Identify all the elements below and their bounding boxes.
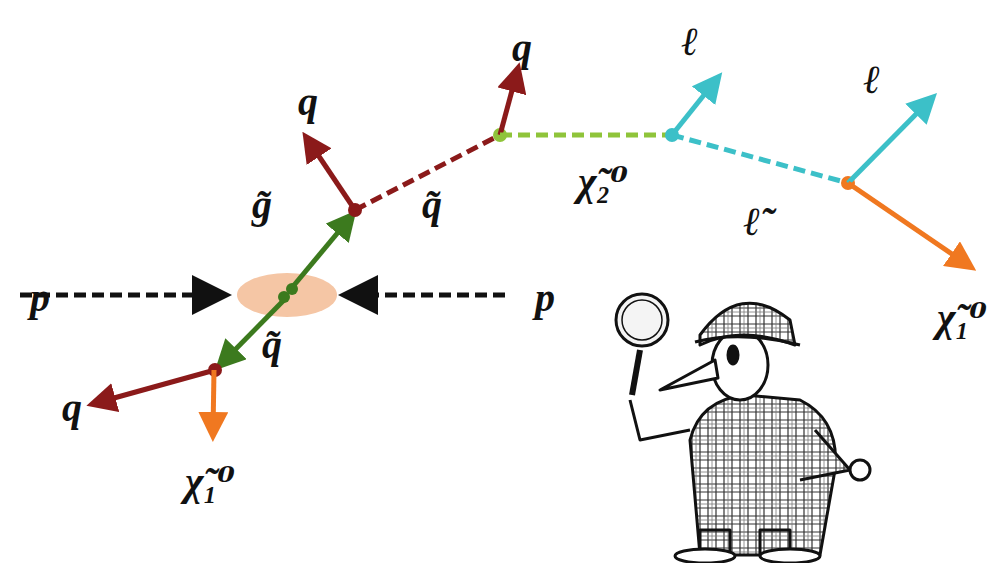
quark-label: q [298, 82, 318, 122]
neutralino-label: χ̃₁⁰ [937, 298, 987, 338]
neutralino-label: χ̃₂⁰ [578, 162, 628, 202]
proton-label: p [30, 278, 50, 318]
detective-cartoon [616, 294, 870, 563]
quark-label: q [512, 28, 532, 68]
quark-label: q [62, 388, 82, 428]
lepton-label: ℓ [863, 60, 880, 100]
lepton-label: ℓ [681, 22, 698, 62]
proton-label: p [535, 278, 555, 318]
squark-label: q̃ [262, 325, 282, 365]
squark-label: q̃ [422, 185, 442, 225]
neutralino-label: χ̃₁⁰ [185, 462, 235, 502]
gluino-label: g̃ [252, 185, 272, 225]
slepton-label: ℓ̃ [743, 202, 760, 242]
